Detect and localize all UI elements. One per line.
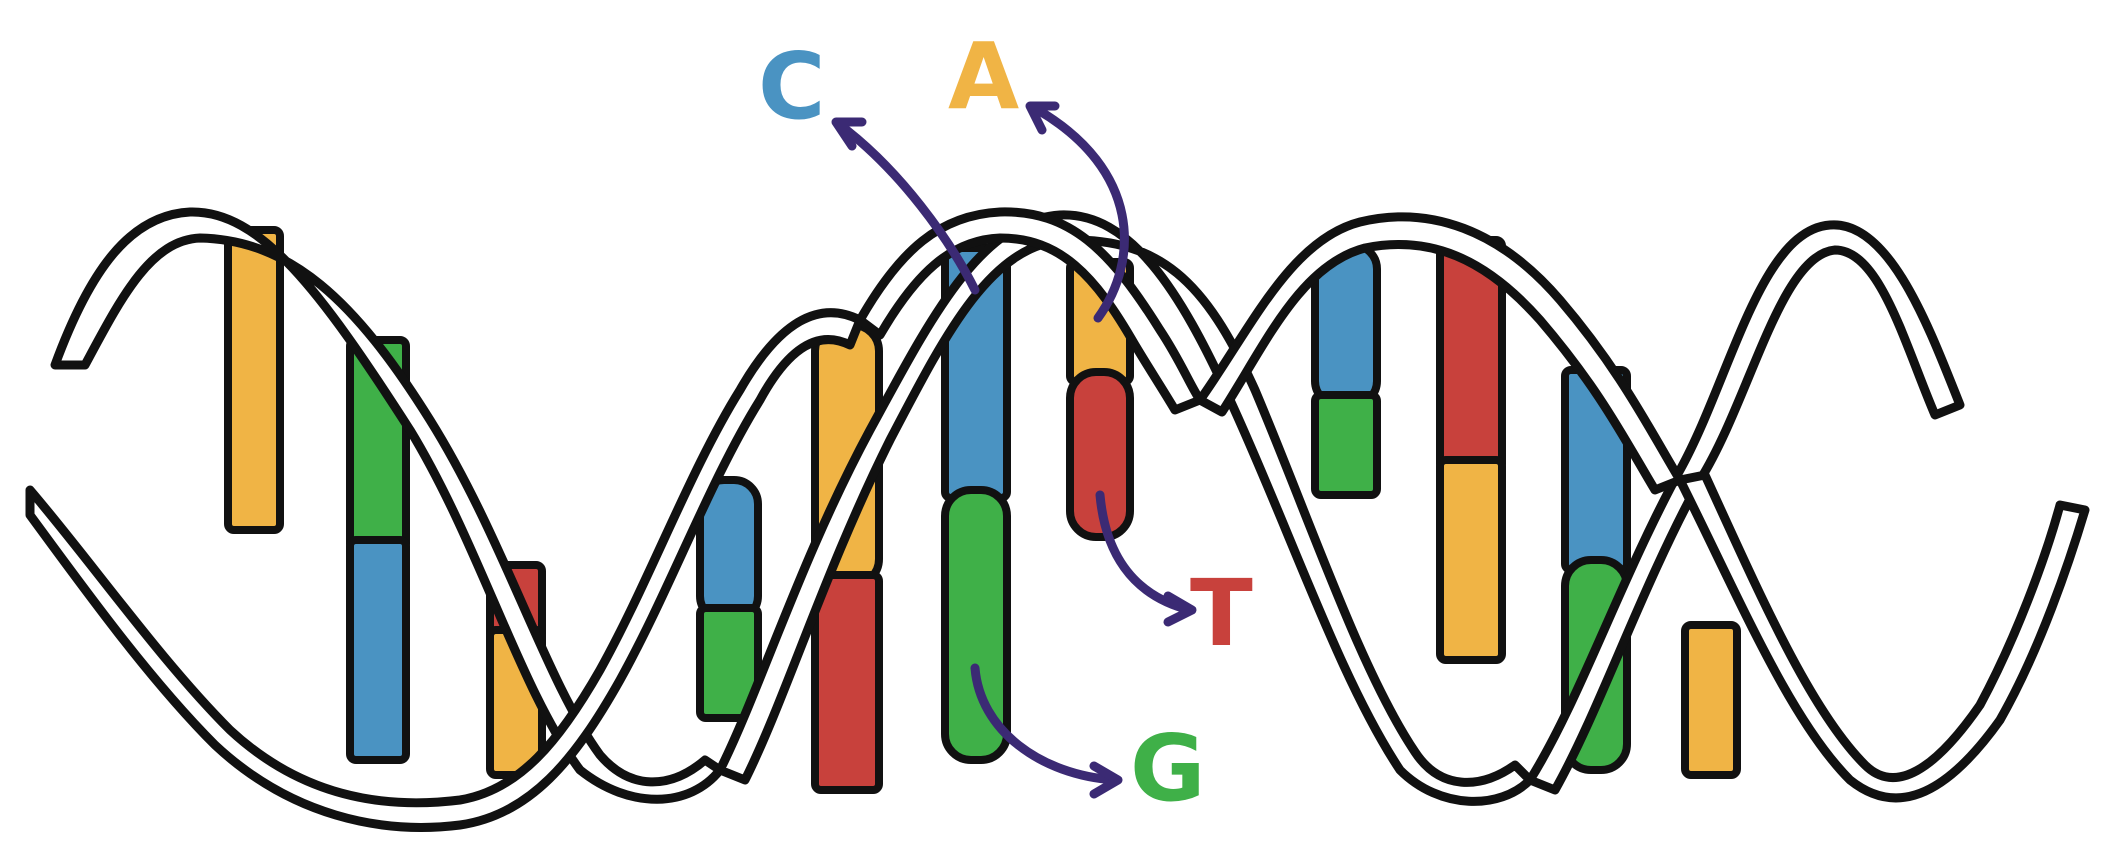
label-guanine: G (1130, 715, 1206, 822)
label-adenine: A (948, 23, 1019, 130)
arrow-to-guanine (970, 663, 1120, 785)
arrow-to-cytosine-head (831, 117, 867, 151)
rung-cytosine-guanine-2 (696, 476, 762, 722)
backbone-strands (25, 207, 2090, 832)
rung-cytosine-guanine-4 (1311, 241, 1381, 499)
base-pairs (224, 226, 1741, 794)
arrow-to-thymine (1095, 490, 1195, 615)
backbone-strand-b-tail (1675, 470, 2090, 803)
arrow-to-thymine-head (1163, 591, 1197, 627)
arrow-to-adenine-head (1025, 101, 1060, 135)
base-labels: C A T G (758, 23, 1253, 822)
rung-thymine-adenine-4 (1436, 236, 1506, 664)
arrow-to-cytosine (835, 120, 980, 295)
rung-adenine-thymine-2 (811, 321, 883, 794)
arrows (831, 101, 1197, 799)
rung-adenine-1 (224, 226, 284, 534)
arrow-to-adenine (1033, 105, 1129, 323)
rung-adenine-5 (1681, 621, 1741, 779)
label-cytosine: C (758, 33, 826, 140)
label-thymine: T (1190, 560, 1253, 667)
backbone-strand-b-left (25, 308, 865, 832)
backbone-strand-a-left (50, 207, 725, 804)
arrow-to-guanine-head (1089, 761, 1123, 799)
